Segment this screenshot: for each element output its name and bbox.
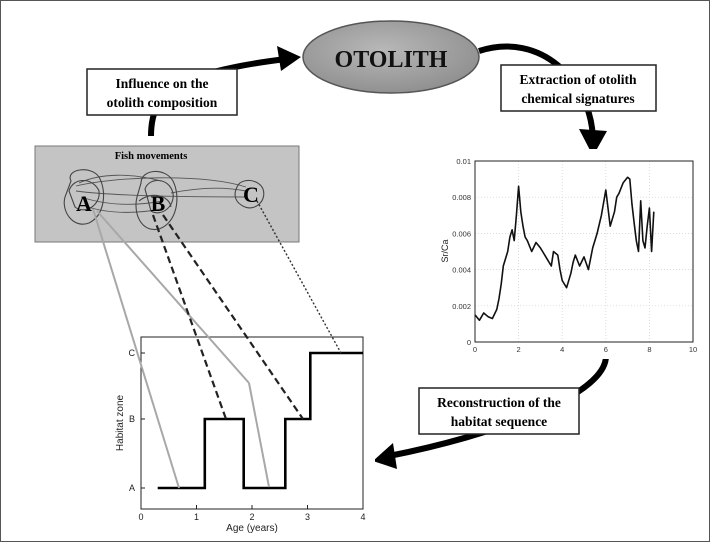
extraction-label-box: Extraction of otolith chemical signature… (500, 64, 657, 112)
zone-c-label: C (243, 182, 259, 207)
srca-xtick-label: 8 (647, 345, 651, 354)
habitat-xtick-label: 2 (249, 512, 254, 522)
srca-ytick-label: 0.004 (452, 266, 471, 275)
srca-xtick-label: 10 (689, 345, 697, 354)
habitat-xtick-label: 0 (138, 512, 143, 522)
reconstruction-label-line2: habitat sequence (451, 414, 547, 429)
influence-label-box: Influence on the otolith composition (86, 68, 238, 116)
fish-movements-map: Fish movements A B C (34, 145, 300, 243)
otolith-ellipse (302, 20, 480, 94)
srca-xtick-label: 0 (473, 345, 477, 354)
srca-xtick-label: 6 (604, 345, 608, 354)
zone-b-outline (135, 170, 178, 230)
srca-ylabel: Sr/Ca (440, 239, 450, 262)
srca-x-ticks: 0 2 4 6 8 10 (473, 345, 697, 354)
srca-xtick-label: 2 (517, 345, 521, 354)
fish-movements-title: Fish movements (115, 151, 188, 162)
connector-a-1 (92, 208, 180, 489)
influence-label-line1: Influence on the (115, 76, 208, 91)
srca-ytick-label: 0.006 (452, 229, 471, 238)
reconstruction-label-line1: Reconstruction of the (437, 395, 561, 410)
srca-xtick-label: 4 (560, 345, 564, 354)
connector-a-2 (96, 210, 250, 384)
habitat-step-line (157, 351, 363, 490)
zone-a-label: A (76, 191, 92, 216)
habitat-xtick-label: 4 (360, 512, 365, 522)
habitat-ylabel: Habitat zone (115, 394, 126, 451)
srca-plot-frame (474, 160, 694, 343)
habitat-ytick-label: A (129, 483, 135, 493)
connector-b-2 (162, 214, 304, 420)
habitat-ticks: A B C 0 1 2 3 4 (129, 348, 366, 522)
srca-ytick-label: 0.002 (452, 302, 471, 311)
reconstruction-label-box: Reconstruction of the habitat sequence (418, 387, 580, 435)
connector-a-3 (248, 382, 270, 488)
srca-chart: 0 0.002 0.004 0.006 0.008 0.01 0 2 4 6 8 10 Sr/Ca (431, 149, 710, 359)
zone-b-label: B (151, 191, 166, 216)
arrow-from-otolith-head (579, 129, 607, 156)
connector-b-1 (151, 214, 228, 420)
srca-ytick-label: 0.008 (452, 193, 471, 202)
zone-c-outline (234, 179, 265, 209)
arrow-to-otolith-head (277, 46, 301, 71)
connector-c (256, 200, 342, 354)
otolith-title: OTOLITH (335, 47, 448, 73)
habitat-ytick-label: C (129, 348, 136, 358)
habitat-xtick-label: 1 (194, 512, 199, 522)
influence-label-line2: otolith composition (107, 95, 218, 110)
extraction-label-line2: chemical signatures (521, 91, 634, 106)
arrow-to-habitat-head (373, 443, 397, 469)
habitat-chart: A B C 0 1 2 3 4 Age (years) Habitat zone (109, 329, 375, 535)
srca-ytick-label: 0.01 (456, 157, 471, 166)
srca-y-ticks: 0 0.002 0.004 0.006 0.008 0.01 (452, 157, 471, 347)
zone-connectors (92, 200, 342, 489)
extraction-label-line1: Extraction of otolith (520, 72, 637, 87)
srca-series-line (474, 176, 655, 322)
habitat-xtick-label: 3 (305, 512, 310, 522)
habitat-xlabel: Age (years) (226, 523, 278, 534)
srca-ytick-label: 0 (467, 338, 471, 347)
zone-a-outline (63, 169, 105, 225)
habitat-ytick-label: B (129, 414, 135, 424)
movement-tracks (75, 174, 248, 213)
